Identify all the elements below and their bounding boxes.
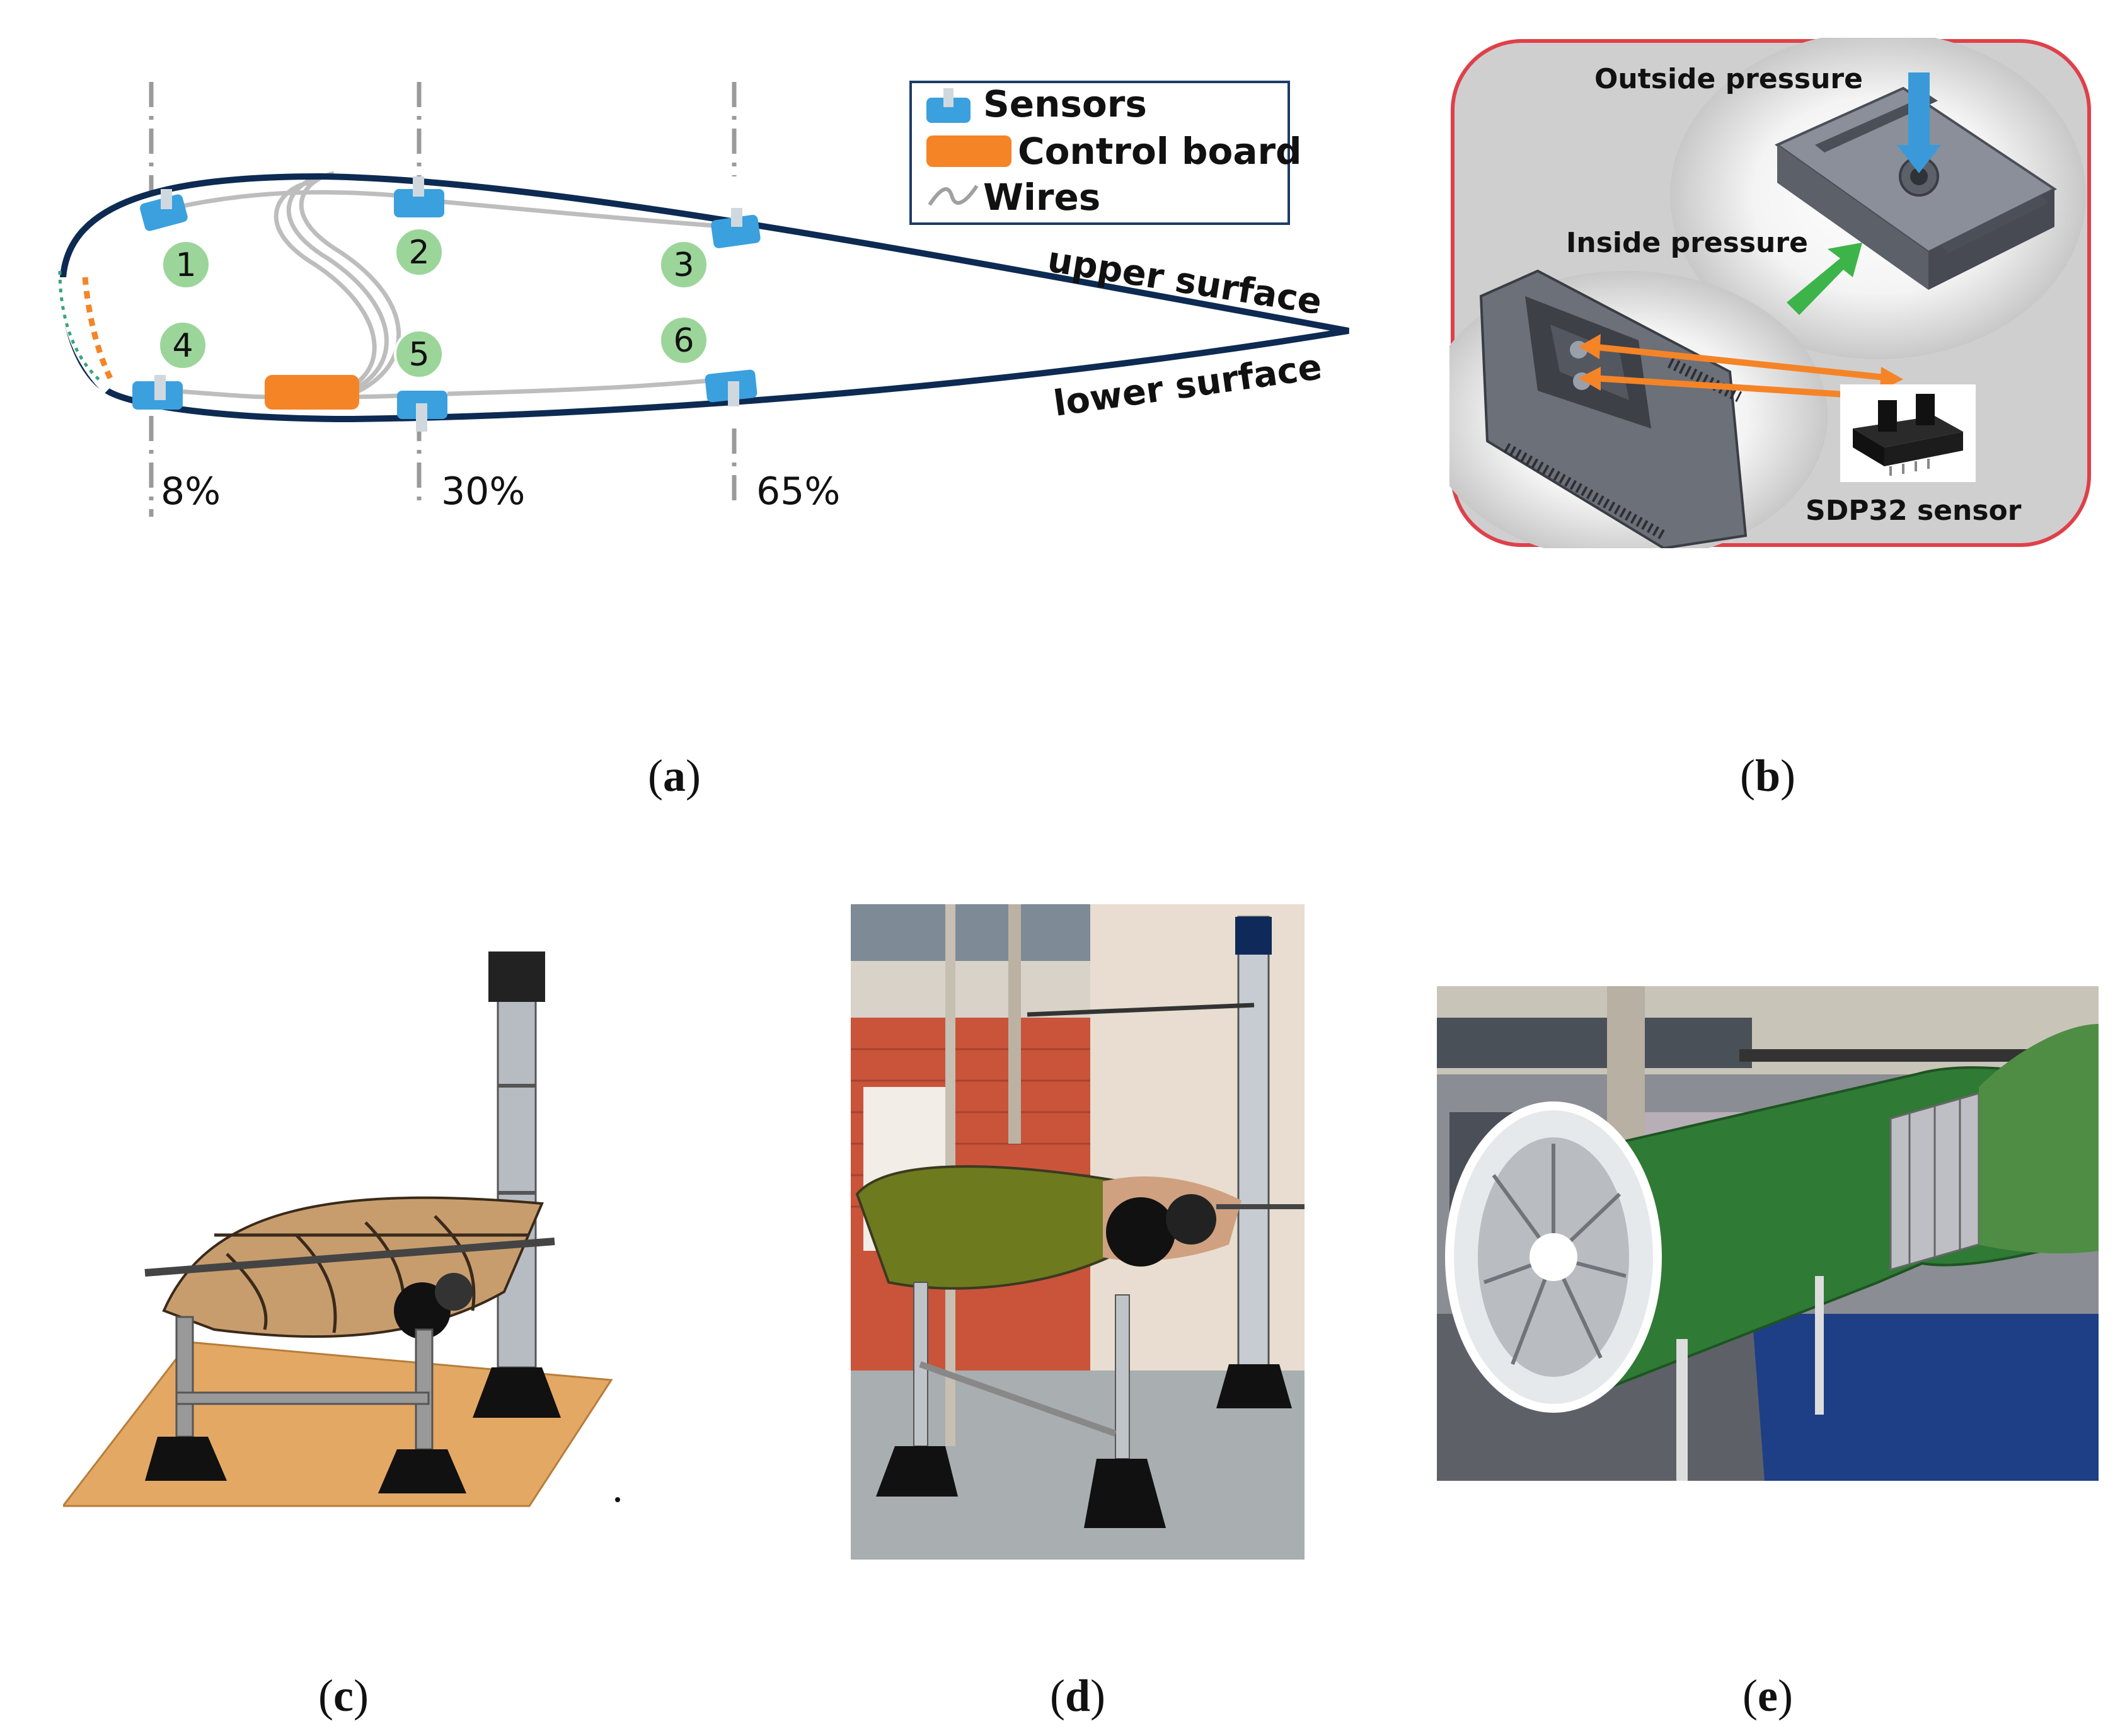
badge-3: 3 [673,246,694,284]
control-board [265,375,359,410]
inside-pressure-arrow [1787,243,1862,315]
sensor-number-badges: 1 2 3 4 5 6 [158,227,709,379]
chord-label-8: 8% [161,469,221,514]
board-legend-icon [926,135,1011,167]
caption-e: (e) [1743,1670,1793,1721]
caption-a: (a) [648,750,701,801]
inside-pressure-label: Inside pressure [1566,227,1808,259]
cad-model-render [63,951,620,1507]
outside-pressure-label: Outside pressure [1594,63,1863,95]
leading-edge-orange-dashes [82,277,113,380]
sensor-1 [140,189,188,231]
sensor-2 [394,176,444,217]
legend: Sensors Control board Wires [909,81,1302,225]
leading-edge-dotted-line [58,270,102,382]
sdp32-sensor-label: SDP32 sensor [1806,495,2022,527]
wire-legend-icon [928,185,979,206]
wind-tunnel-photo [1437,986,2099,1481]
lower-surface-label: lower surface [1051,347,1325,425]
caption-b: (b) [1739,750,1795,801]
sensor-legend-icon [926,88,971,123]
test-rig-photo [851,904,1305,1560]
caption-c: (c) [318,1670,369,1721]
wires [170,171,738,400]
legend-sensors: Sensors [983,83,1147,125]
blue-floor [1752,1314,2099,1481]
badge-2: 2 [408,234,429,272]
badge-1: 1 [175,246,196,284]
chord-label-65: 65% [756,469,840,514]
sensor-3 [711,208,761,248]
badge-5: 5 [408,336,429,374]
sensor-6 [705,369,758,406]
legend-control-board: Control board [1018,130,1302,173]
sensor-housing-lid [1774,86,2057,290]
sensor-4 [132,375,183,410]
caption-d: (d) [1049,1670,1105,1721]
pressure-module-diagram: Outside pressure Inside pressure SDP32 s… [1449,38,2091,548]
chord-station-lines [149,82,737,517]
upper-surface-label: upper surface [1045,239,1325,323]
badge-6: 6 [673,322,694,360]
chord-label-30: 30% [441,469,525,514]
sensor-5 [397,391,447,432]
badge-4: 4 [172,327,193,365]
sensor-markers [132,176,761,432]
sdp32-sensor [1840,384,1976,482]
outside-pressure-arrow [1897,72,1941,173]
legend-wires: Wires [983,176,1100,219]
mast [497,957,537,1369]
airfoil-sensor-diagram: 1 2 3 4 5 6 upper surface lower surface … [58,81,1349,517]
